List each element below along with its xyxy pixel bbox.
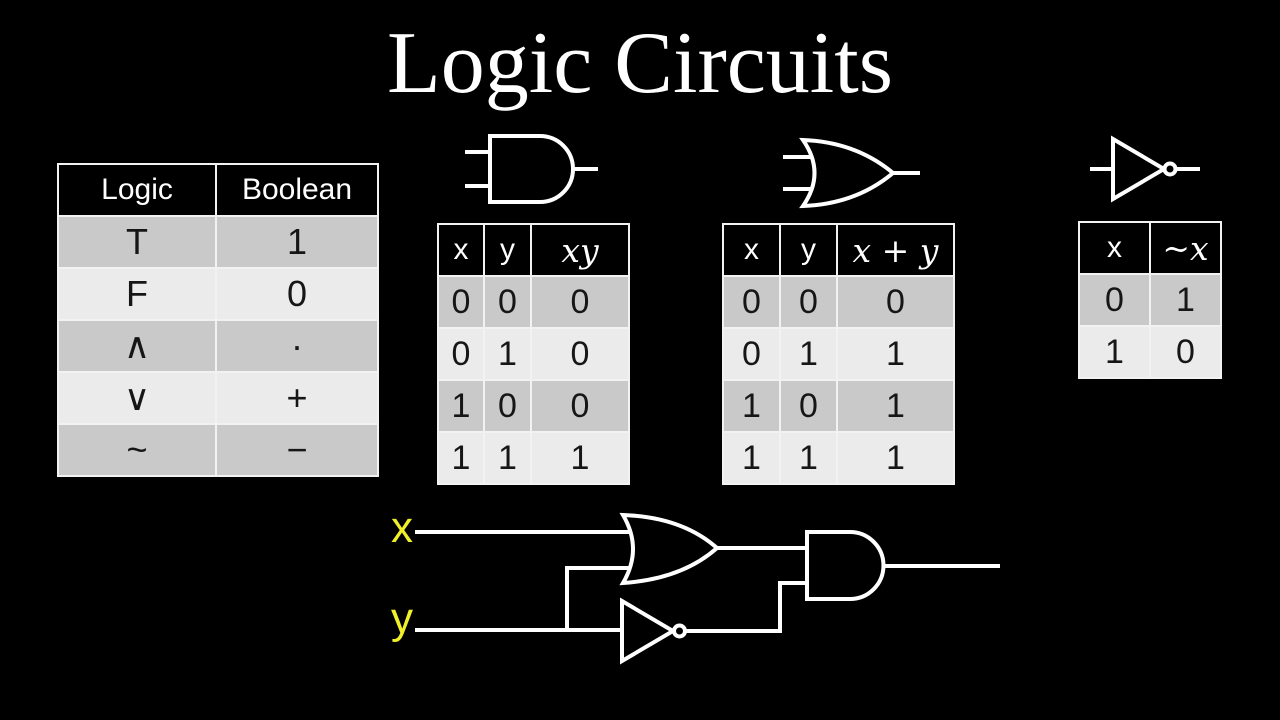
- column-header: xy: [530, 223, 630, 277]
- cell: 1: [779, 327, 838, 381]
- table-header-row: x y xy: [437, 223, 630, 277]
- column-header: y: [483, 223, 532, 277]
- cell: ∧: [57, 319, 217, 373]
- cell: 1: [437, 431, 485, 485]
- not-gate-icon: [620, 597, 677, 665]
- cell: ~: [57, 423, 217, 477]
- cell: 1: [483, 327, 532, 381]
- not-gate-icon: [1090, 135, 1200, 203]
- and-gate-icon: [465, 134, 598, 204]
- and-truth-table: x y xy 0 0 0 0 1 0 1 0 0 1 1 1: [437, 223, 630, 485]
- cell: ·: [215, 319, 379, 373]
- cell: 1: [1078, 325, 1151, 379]
- cell: 0: [437, 275, 485, 329]
- cell: F: [57, 267, 217, 321]
- table-row: ∧ ·: [57, 319, 379, 373]
- wire-y-branch: [565, 566, 640, 630]
- cell: 0: [530, 327, 630, 381]
- table-header-row: Logic Boolean: [57, 163, 379, 217]
- cell: 0: [722, 327, 781, 381]
- and-gate-icon: [805, 530, 886, 601]
- column-header: Boolean: [215, 163, 379, 217]
- cell: 1: [836, 379, 955, 433]
- table-row: 1 1 1: [437, 431, 630, 485]
- table-row: 0 0 0: [722, 275, 955, 329]
- cell: 1: [530, 431, 630, 485]
- column-header: x + y: [836, 223, 955, 277]
- circuit-input-label-y: y: [391, 594, 413, 643]
- cell: 0: [530, 275, 630, 329]
- cell: 0: [483, 379, 532, 433]
- cell: 1: [779, 431, 838, 485]
- column-header: ~x: [1149, 221, 1222, 275]
- table-header-row: x ~x: [1078, 221, 1222, 275]
- cell: 0: [483, 275, 532, 329]
- column-header: x: [722, 223, 781, 277]
- cell: 0: [1149, 325, 1222, 379]
- cell: 0: [437, 327, 485, 381]
- cell: 1: [437, 379, 485, 433]
- cell: 0: [215, 267, 379, 321]
- cell: 0: [530, 379, 630, 433]
- cell: 0: [722, 275, 781, 329]
- not-bubble-icon: [672, 623, 687, 639]
- table-row: 1 0 1: [722, 379, 955, 433]
- or-gate-icon: [619, 512, 721, 586]
- table-row: 0 1 0: [437, 327, 630, 381]
- cell: 0: [1078, 273, 1151, 327]
- cell: 1: [836, 327, 955, 381]
- logic-circuit-diagram: [415, 512, 1000, 665]
- table-row: 0 0 0: [437, 275, 630, 329]
- cell: 1: [1149, 273, 1222, 327]
- table-row: T 1: [57, 215, 379, 269]
- cell: 1: [722, 379, 781, 433]
- table-row: 1 0 0: [437, 379, 630, 433]
- table-row: 1 1 1: [722, 431, 955, 485]
- table-row: ∨ +: [57, 371, 379, 425]
- table-row: 0 1 1: [722, 327, 955, 381]
- table-header-row: x y x + y: [722, 223, 955, 277]
- cell: +: [215, 371, 379, 425]
- cell: 1: [836, 431, 955, 485]
- column-header: y: [779, 223, 838, 277]
- page-title: Logic Circuits: [387, 15, 893, 112]
- cell: 1: [215, 215, 379, 269]
- or-truth-table: x y x + y 0 0 0 0 1 1 1 0 1 1 1 1: [722, 223, 955, 485]
- cell: 1: [722, 431, 781, 485]
- table-row: ~ −: [57, 423, 379, 477]
- or-gate-icon: [783, 137, 920, 209]
- logic-boolean-table: Logic Boolean T 1 F 0 ∧ · ∨ + ~ −: [57, 163, 379, 477]
- cell: T: [57, 215, 217, 269]
- circuit-input-label-x: x: [391, 503, 413, 552]
- wire-not-to-and: [684, 581, 809, 633]
- table-row: F 0: [57, 267, 379, 321]
- table-row: 0 1: [1078, 273, 1222, 327]
- cell: −: [215, 423, 379, 477]
- column-header: x: [437, 223, 485, 277]
- cell: 0: [836, 275, 955, 329]
- not-truth-table: x ~x 0 1 1 0: [1078, 221, 1222, 379]
- cell: 0: [779, 275, 838, 329]
- cell: ∨: [57, 371, 217, 425]
- cell: 1: [483, 431, 532, 485]
- table-row: 1 0: [1078, 325, 1222, 379]
- cell: 0: [779, 379, 838, 433]
- column-header: x: [1078, 221, 1151, 275]
- column-header: Logic: [57, 163, 217, 217]
